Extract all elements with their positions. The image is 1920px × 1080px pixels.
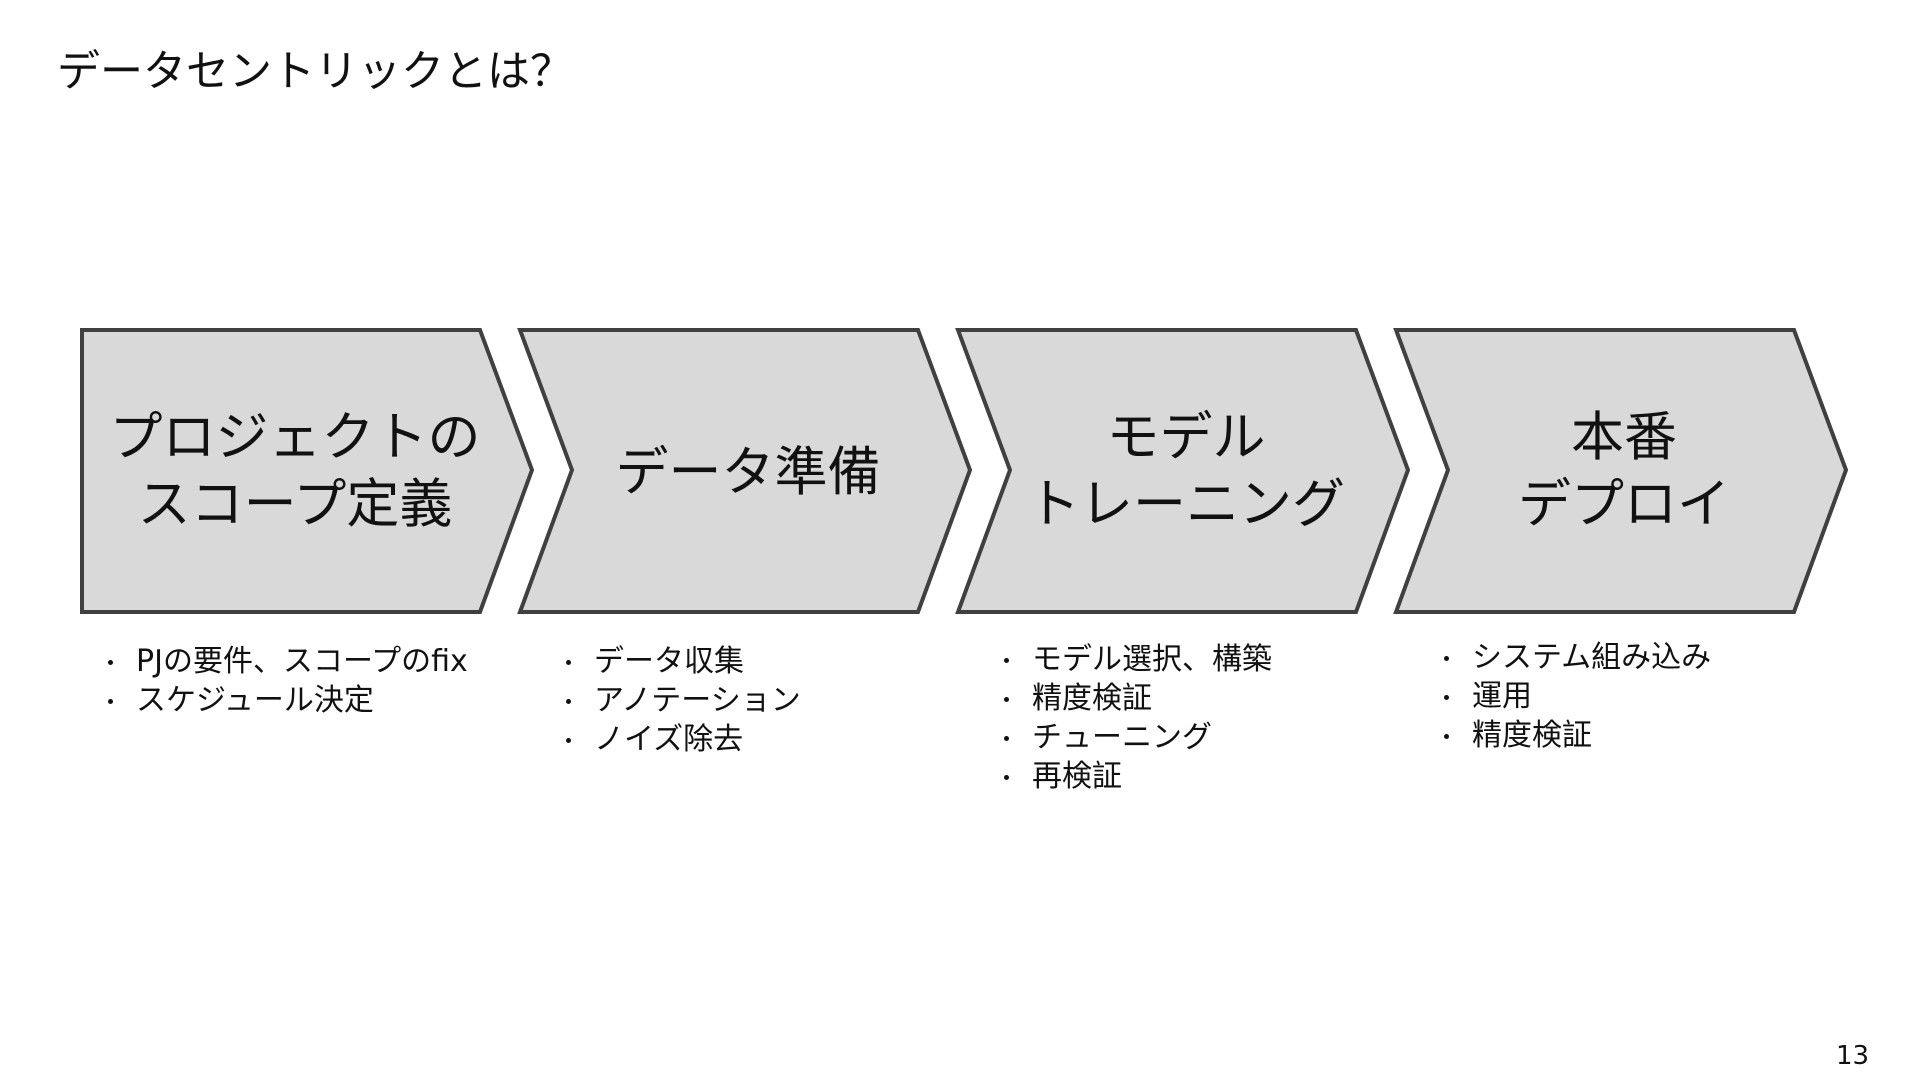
bullet-item: システム組み込み <box>1438 638 1818 677</box>
bullet-item: アノテーション <box>560 681 940 720</box>
bullet-item: モデル選択、構築 <box>998 640 1378 679</box>
chevron-shape-production-deploy <box>1393 328 1849 614</box>
bullet-item: PJの要件、スコープのfix <box>102 642 482 681</box>
chevron-shape-model-training <box>955 328 1411 614</box>
bullet-item: データ収集 <box>560 642 940 681</box>
stage-label-model-training-line1: モデル <box>1107 407 1266 468</box>
bullet-item: スケジュール決定 <box>102 681 482 720</box>
bullet-item: チューニング <box>998 718 1378 757</box>
stage-label-model-training-line2: トレーニング <box>1027 474 1345 535</box>
chevron-shape-data-preparation <box>517 328 973 614</box>
bullet-list-model-training: モデル選択、構築 精度検証 チューニング 再検証 <box>998 640 1378 796</box>
bullet-list-production-deploy: システム組み込み 運用 精度検証 <box>1438 638 1818 755</box>
stage-label-project-scope-line1: プロジェクトの <box>110 407 481 468</box>
stage-label-production-deploy-line2: デプロイ <box>1518 474 1730 535</box>
bullet-item: ノイズ除去 <box>560 720 940 759</box>
stage-label-data-preparation: データ準備 <box>616 442 881 503</box>
slide-title: データセントリックとは？ <box>57 47 573 97</box>
page-number: 13 <box>1836 1041 1870 1071</box>
chevron-shape-project-scope <box>80 328 535 614</box>
bullet-item: 再検証 <box>998 757 1378 796</box>
bullet-item: 精度検証 <box>998 679 1378 718</box>
bullet-item: 運用 <box>1438 677 1818 716</box>
bullet-list-project-scope: PJの要件、スコープのfix スケジュール決定 <box>102 642 482 720</box>
stage-label-project-scope-line2: スコープ定義 <box>138 474 453 535</box>
bullet-item: 精度検証 <box>1438 716 1818 755</box>
bullet-list-data-preparation: データ収集 アノテーション ノイズ除去 <box>560 642 940 759</box>
stage-label-production-deploy-line1: 本番 <box>1571 407 1677 468</box>
